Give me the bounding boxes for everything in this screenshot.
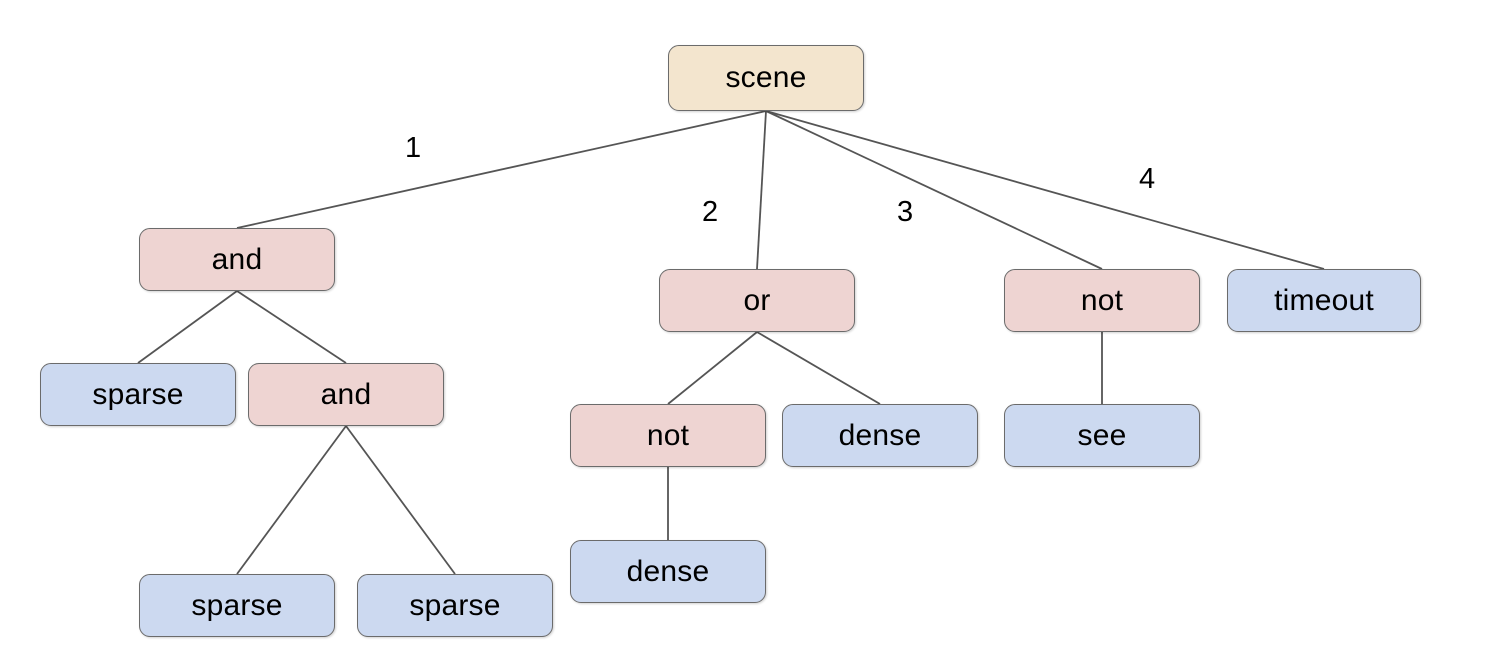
tree-node-dense2[interactable]: dense — [570, 540, 766, 603]
tree-edge — [765, 110, 1325, 270]
tree-node-see1[interactable]: see — [1004, 404, 1200, 467]
edge-label-4: 4 — [1139, 163, 1156, 195]
tree-node-not2[interactable]: not — [1004, 269, 1200, 332]
tree-edge — [756, 110, 767, 270]
tree-edge — [345, 425, 456, 575]
tree-node-label: timeout — [1274, 283, 1374, 317]
tree-node-label: sparse — [409, 588, 501, 622]
tree-node-label: dense — [626, 554, 710, 588]
tree-node-label: or — [743, 283, 771, 317]
tree-edge — [756, 331, 881, 405]
tree-node-sparse1[interactable]: sparse — [40, 363, 236, 426]
tree-node-timeout1[interactable]: timeout — [1227, 269, 1421, 332]
edge-label-1: 1 — [405, 132, 422, 164]
tree-edge — [236, 110, 767, 229]
tree-node-and1[interactable]: and — [139, 228, 335, 291]
tree-node-label: scene — [725, 61, 807, 94]
tree-node-label: and — [211, 242, 263, 276]
tree-edge — [667, 331, 758, 405]
tree-node-and2[interactable]: and — [248, 363, 444, 426]
edge-label-2: 2 — [702, 196, 719, 228]
tree-node-label: not — [1080, 283, 1124, 317]
tree-node-label: see — [1077, 418, 1127, 452]
tree-node-label: and — [320, 377, 372, 411]
tree-node-dense1[interactable]: dense — [782, 404, 978, 467]
tree-node-or1[interactable]: or — [659, 269, 855, 332]
tree-node-label: sparse — [191, 588, 283, 622]
tree-node-label: dense — [838, 418, 922, 452]
tree-node-label: sparse — [92, 377, 184, 411]
tree-node-label: not — [646, 418, 690, 452]
tree-node-sparse3[interactable]: sparse — [357, 574, 553, 637]
edge-label-3: 3 — [897, 196, 914, 228]
tree-node-scene[interactable]: scene — [668, 45, 864, 111]
tree-node-not1[interactable]: not — [570, 404, 766, 467]
tree-edge — [236, 290, 347, 364]
tree-edge — [236, 425, 347, 575]
tree-edge — [137, 290, 238, 364]
tree-edge — [765, 110, 1103, 270]
tree-node-sparse2[interactable]: sparse — [139, 574, 335, 637]
